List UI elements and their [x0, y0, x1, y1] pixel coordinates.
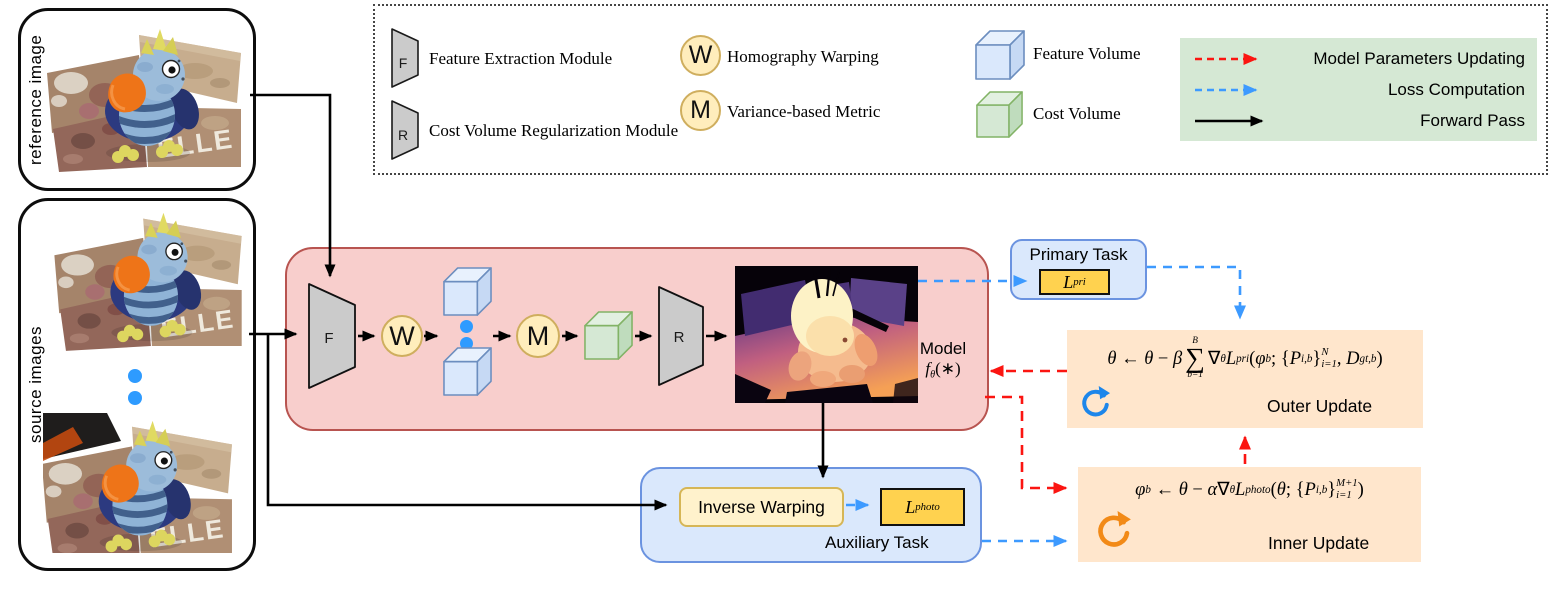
cost-volume-legend-label: Cost Volume: [1033, 104, 1121, 123]
depth-map-output: [735, 266, 918, 403]
homography-warping-op: W: [381, 315, 423, 357]
svg-text:R: R: [674, 329, 685, 346]
blue-dashed-arrow-sample: [1195, 83, 1258, 96]
regularization-legend-label: Cost Volume Regularization Module: [429, 121, 679, 140]
metric-legend-label: Variance-based Metric: [727, 102, 881, 121]
black-solid-arrow-sample: [1195, 115, 1264, 126]
inner-cycle-icon: [1098, 511, 1131, 547]
source-image-photo-1: [43, 213, 243, 355]
warping-legend-label: Homography Warping: [727, 47, 879, 66]
cost-volume: [584, 311, 633, 360]
regularization-module: R: [658, 286, 704, 386]
arrow-key-row: Model Parameters Updating: [1192, 49, 1525, 69]
arrow-key-row: Forward Pass: [1192, 111, 1525, 131]
inner-update-label: Inner Update: [1268, 533, 1370, 553]
ellipsis-dot: [460, 320, 473, 333]
svg-text:F: F: [324, 330, 333, 347]
arrow-key-label: Forward Pass: [1420, 110, 1525, 130]
arrow-primary-to-outer-update: [1147, 265, 1246, 320]
arrow-key-label: Loss Computation: [1387, 79, 1525, 99]
variance-metric-op: M: [516, 314, 560, 358]
feature-volume-legend-icon: [975, 30, 1025, 80]
red-dashed-arrow-sample: [1195, 52, 1258, 65]
feature-volume-bottom: [443, 347, 492, 396]
source-images-card: source images: [18, 198, 256, 571]
arrow-key-panel: Model Parameters Updating Loss Computati…: [1180, 38, 1537, 141]
model-function: fθ(∗): [925, 359, 961, 381]
arrow-model-to-inner-update: [985, 395, 1068, 494]
outer-update-label: Outer Update: [1267, 396, 1373, 416]
cost-volume-legend-icon: [976, 91, 1023, 138]
inverse-warping-box: Inverse Warping: [679, 487, 844, 527]
arrow-key-label: Model Parameters Updating: [1313, 48, 1525, 68]
primary-task-title: Primary Task: [1029, 245, 1128, 264]
feature-extraction-legend-label: Feature Extraction Module: [429, 49, 613, 68]
warping-legend-icon: W: [680, 35, 721, 76]
regularization-legend-icon: R: [391, 100, 419, 160]
outer-cycle-icon: [1082, 386, 1111, 417]
ellipsis-dot: [128, 391, 142, 405]
feature-volume-top: [443, 267, 492, 316]
source-image-photo-2: [43, 413, 239, 553]
auxiliary-task-title: Auxiliary Task: [825, 533, 929, 552]
model-label-text: Model: [919, 339, 967, 358]
model-label: Model fθ(∗): [903, 339, 983, 382]
feature-volume-legend-label: Feature Volume: [1033, 44, 1141, 63]
ellipsis-dot: [128, 369, 142, 383]
svg-text:F: F: [399, 55, 408, 71]
arrow-key-row: Loss Computation: [1192, 80, 1525, 100]
metric-legend-icon: M: [680, 90, 721, 131]
reference-image-card: reference image: [18, 8, 256, 191]
feature-extraction-module: F: [308, 283, 356, 389]
legend-panel: F Feature Extraction Module R Cost Volum…: [373, 4, 1548, 175]
reference-image-photo: [45, 23, 245, 173]
feature-extraction-legend-icon: F: [391, 28, 419, 88]
svg-text:R: R: [398, 127, 408, 143]
